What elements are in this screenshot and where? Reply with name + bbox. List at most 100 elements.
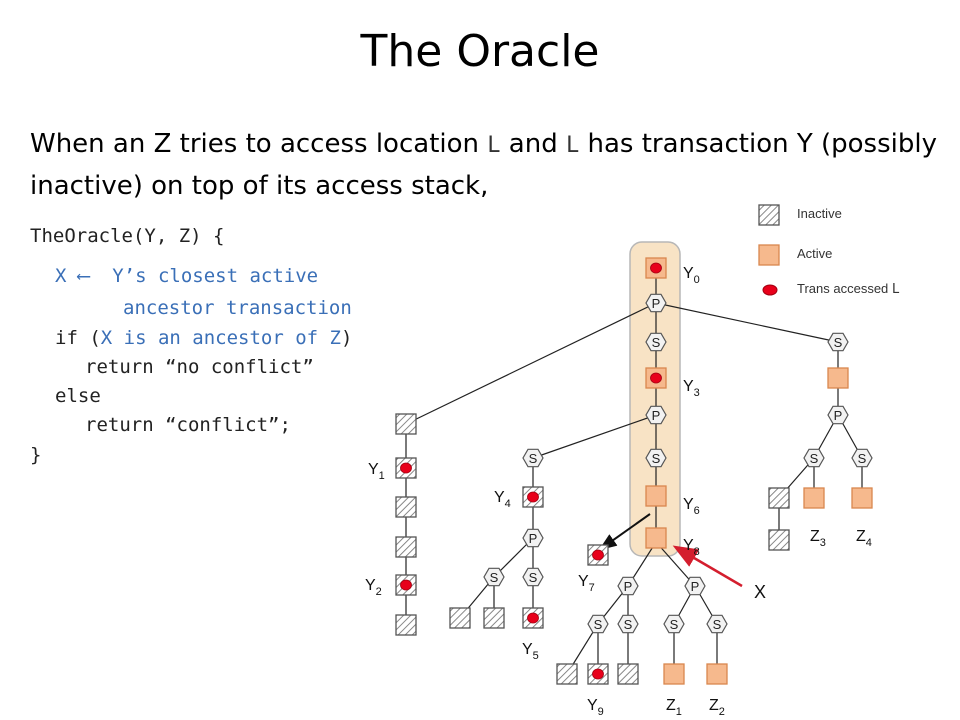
trans-y0 bbox=[645, 257, 667, 279]
trans-y9 bbox=[587, 663, 609, 685]
trans-y8-leaf bbox=[617, 663, 639, 685]
trans-y2-parent bbox=[395, 536, 417, 558]
s-node-y8-d: S bbox=[706, 614, 728, 634]
access-stack-highlight bbox=[629, 241, 681, 557]
x-pointer-arrow bbox=[672, 545, 743, 588]
code-line-if: if (X is an ancestor of Z) bbox=[55, 327, 352, 349]
trans-z1 bbox=[663, 663, 685, 685]
p-node-y3-letter: P bbox=[652, 408, 661, 423]
trans-y8 bbox=[645, 527, 667, 549]
intro-text: When an Z tries to access location L and… bbox=[30, 124, 950, 206]
legend-inactive-label: Inactive bbox=[797, 206, 842, 221]
trans-y5 bbox=[522, 607, 544, 629]
label-z2: Z2 bbox=[709, 697, 725, 718]
p-node-y8-b: P bbox=[684, 576, 706, 596]
trans-y2 bbox=[395, 574, 417, 596]
legend-active-swatch bbox=[758, 244, 780, 266]
trans-y4-access-dot bbox=[527, 491, 539, 503]
s-node-y4-a: S bbox=[483, 567, 505, 587]
trans-y2-child bbox=[395, 614, 417, 636]
intro-part-2: and bbox=[500, 129, 566, 159]
label-z1: Z1 bbox=[666, 697, 682, 718]
p-node-y8-a: P bbox=[617, 576, 639, 596]
s-node-right-a: S bbox=[803, 448, 825, 468]
p-node-root-letter: P bbox=[652, 296, 661, 311]
s-node-y4: S bbox=[522, 448, 544, 468]
intro-part-3: has transaction Y (possibly inactive) on… bbox=[30, 129, 937, 201]
label-y7: Y7 bbox=[578, 573, 595, 594]
s-node-right-a-letter: S bbox=[810, 451, 819, 466]
code-if-keyword: if ( bbox=[55, 327, 101, 349]
code-line-return-no-conflict: return “no conflict” bbox=[85, 356, 314, 378]
trans-right-active bbox=[827, 367, 849, 389]
trans-y2-access-dot bbox=[400, 579, 412, 591]
trans-y1 bbox=[395, 457, 417, 479]
label-y9: Y9 bbox=[587, 697, 604, 718]
s-node-y8-c-letter: S bbox=[670, 617, 679, 632]
s-node-y8-c: S bbox=[663, 614, 685, 634]
trans-y1-access-dot bbox=[400, 462, 412, 474]
p-node-right: P bbox=[827, 405, 849, 425]
trans-y4-leaf-b bbox=[483, 607, 505, 629]
intro-location-1: L bbox=[487, 133, 501, 158]
intro-part-1: When an Z tries to access location bbox=[30, 129, 488, 159]
code-line-return-conflict: return “conflict”; bbox=[85, 414, 291, 436]
y8-to-y7-arrow bbox=[598, 513, 651, 551]
p-node-y4-letter: P bbox=[529, 531, 538, 546]
slide-title: The Oracle bbox=[360, 26, 600, 77]
trans-y1-parent bbox=[395, 413, 417, 435]
code-line-assign: X ⟵ Y’s closest active bbox=[55, 265, 319, 287]
s-node-y8-a-letter: S bbox=[594, 617, 603, 632]
legend-active-label: Active bbox=[797, 246, 833, 261]
trans-y6 bbox=[645, 485, 667, 507]
trans-right-inactive-2 bbox=[768, 529, 790, 551]
trans-z4 bbox=[851, 487, 873, 509]
legend-accessed-text: Trans accessed bbox=[797, 281, 892, 296]
p-node-y8-b-letter: P bbox=[691, 579, 700, 594]
p-node-y4: P bbox=[522, 528, 544, 548]
label-y5: Y5 bbox=[522, 641, 539, 662]
label-y0: Y0 bbox=[683, 265, 700, 286]
label-y1: Y1 bbox=[368, 461, 385, 482]
legend-inactive-swatch bbox=[758, 204, 780, 226]
trans-y7 bbox=[587, 544, 609, 566]
s-node-y4-b: S bbox=[522, 567, 544, 587]
p-node-root: P bbox=[645, 293, 667, 313]
trans-y0-access-dot bbox=[650, 262, 662, 274]
trans-y1-child bbox=[395, 496, 417, 518]
label-z3: Z3 bbox=[810, 528, 826, 549]
s-node-y8-a: S bbox=[587, 614, 609, 634]
code-line-signature: TheOracle(Y, Z) { bbox=[30, 225, 225, 247]
s-node-y8-b: S bbox=[617, 614, 639, 634]
trans-y4-leaf-a bbox=[449, 607, 471, 629]
trans-y4 bbox=[522, 486, 544, 508]
trans-y3-access-dot bbox=[650, 372, 662, 384]
trans-y5-access-dot bbox=[527, 612, 539, 624]
code-if-close: ) bbox=[340, 327, 353, 349]
trans-y9-sibling bbox=[556, 663, 578, 685]
trans-z2 bbox=[706, 663, 728, 685]
label-y6: Y6 bbox=[683, 496, 700, 517]
code-line-else: else bbox=[55, 385, 101, 407]
trans-y3 bbox=[645, 367, 667, 389]
label-y4: Y4 bbox=[494, 489, 511, 510]
p-node-right-letter: P bbox=[834, 408, 843, 423]
legend-accessed-dot bbox=[762, 284, 778, 296]
tree-transactions bbox=[395, 257, 873, 685]
code-if-condition: X is an ancestor of Z bbox=[100, 327, 341, 349]
s-node-y4-letter: S bbox=[529, 451, 538, 466]
s-node-y3-letter: S bbox=[652, 451, 661, 466]
p-node-y3: P bbox=[645, 405, 667, 425]
trans-y7-access-dot bbox=[592, 549, 604, 561]
label-x: X bbox=[754, 582, 766, 602]
s-node-y3: S bbox=[645, 448, 667, 468]
legend-accessed-location: L bbox=[891, 282, 900, 297]
legend-accessed-label: Trans accessed L bbox=[797, 281, 900, 297]
s-node-right-b-letter: S bbox=[858, 451, 867, 466]
s-node-right-b: S bbox=[851, 448, 873, 468]
code-line-assign-cont: ancestor transaction bbox=[123, 297, 352, 319]
p-node-y8-a-letter: P bbox=[624, 579, 633, 594]
trans-y9-access-dot bbox=[592, 668, 604, 680]
